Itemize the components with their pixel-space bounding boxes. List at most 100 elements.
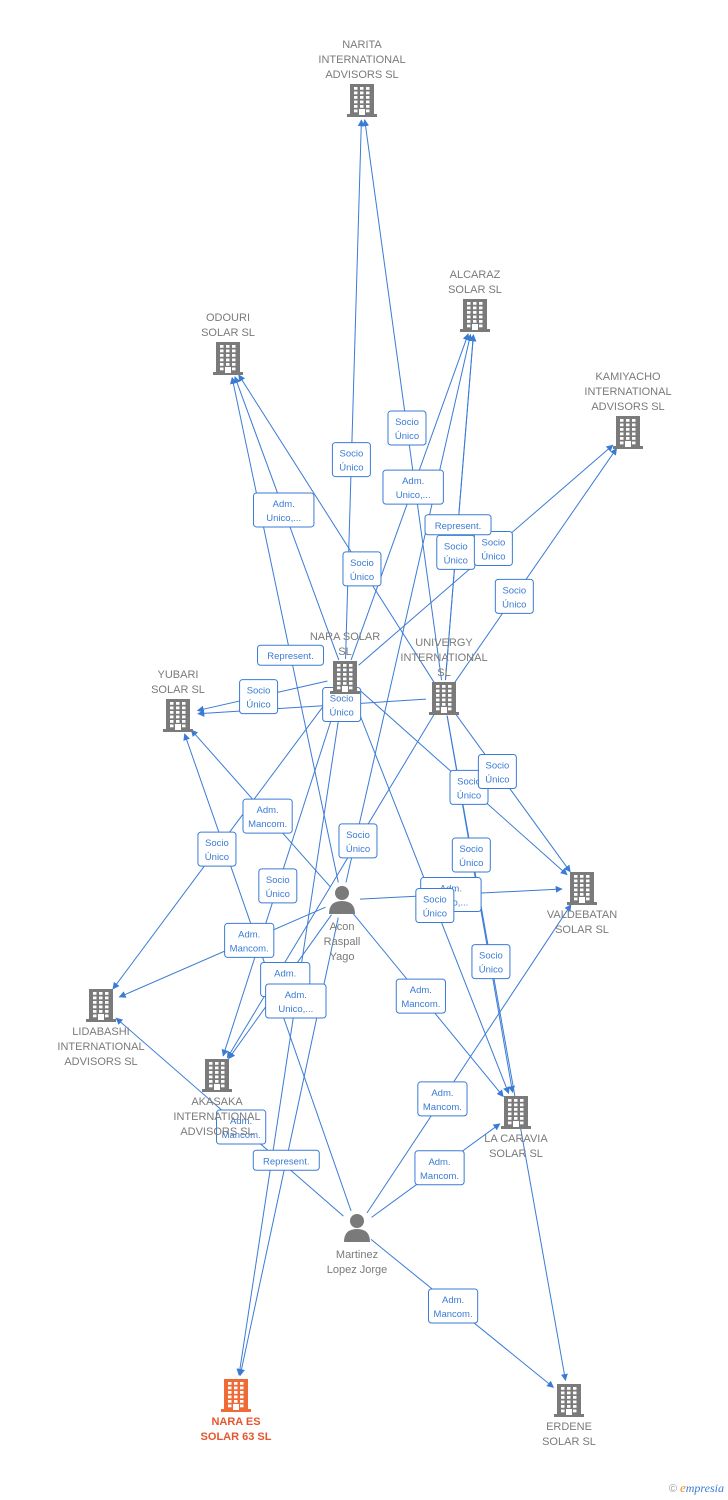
edge-label-text: Socio [485,760,509,771]
edge-univergy-to-erdene [446,715,568,1381]
edge-label-text: Único [205,852,229,863]
node-label-line: SL [338,646,351,658]
building-icon [429,682,459,715]
edge-label-nara-to-odouri[interactable]: Adm. Unico,... [253,492,315,528]
edge-label-nara-to-naraes[interactable]: Adm.Unico,... [265,983,327,1019]
edge-label-martinez-to-lacaravia[interactable]: Adm.Mancom. [414,1150,465,1186]
node-label-line: NARITA [342,39,382,51]
node-label-line: UNIVERGY [415,637,473,649]
node-label-line: NARA ES [211,1416,260,1428]
edge-label-box [242,798,293,834]
edge-label-text: Adm. [428,1157,450,1168]
edge-label-univergy-to-alcaraz[interactable]: Represent. [424,514,492,536]
edge-label-text: Único [339,463,363,474]
building-icon [613,416,643,449]
edge-label-martinez-to-erdene[interactable]: Adm.Mancom. [427,1288,479,1324]
edge-label-text: Adm. [273,499,295,510]
edge-label-acon-to-lidabashi[interactable]: Adm. Mancom. [224,922,275,958]
edge-label-text: Único [485,774,509,785]
node-label-line: SOLAR SL [555,924,609,936]
node-label-line: ALCARAZ [450,269,501,281]
edge-label-text: Único [395,431,419,442]
node-label-line: SOLAR SL [151,684,205,696]
edge-label-text: Único [479,965,503,976]
edge-label-text: Unico,... [278,1004,313,1015]
person-icon [329,886,355,914]
edge-label-box [415,888,455,924]
node-label-line: ADVISORS SL [180,1126,253,1138]
edge-label-nara-to-alcaraz[interactable]: Adm.Unico,... [382,469,444,505]
edge-label-text: Adm. [274,968,296,979]
edge-label-acon-to-lacaravia[interactable]: Adm.Mancom. [395,978,446,1014]
building-icon [347,84,377,117]
building-icon [501,1096,531,1129]
edge-label-martinez-to-lidabashi[interactable]: Adm.Mancom. [216,1109,267,1145]
edge-label-acon-to-odouri[interactable]: Represent. [257,644,325,666]
node-nara[interactable]: NARA SOLAR SL [310,631,380,694]
node-label-line: LIDABASHI [72,1026,129,1038]
node-label-line: SOLAR SL [448,284,502,296]
edge-label-text: Socio [340,449,364,460]
edge-label-text: Único [444,555,468,566]
edge-label-text: Mancom. [248,819,287,830]
node-label-line: ADVISORS SL [591,401,664,413]
edge-label-text: Único [266,889,290,900]
edge-label-acon-to-naraes[interactable]: Represent. [252,1149,320,1171]
edge-univergy-to-valdebatan [454,712,571,873]
building-icon [213,342,243,375]
edge-label-text: Adm. [238,929,260,940]
edge-label-text: Represent. [267,651,313,662]
edge-label-text: Represent. [263,1156,309,1167]
edge-label-box [395,978,446,1014]
edge-univergy-to-yubari [197,698,427,717]
building-icon [202,1059,232,1092]
edge-label-text: Socio [423,895,447,906]
edge-label-martinez-to-valdebatan[interactable]: Adm.Mancom. [417,1081,468,1117]
edge-label-text: Único [502,599,526,610]
edge-label-text: Unico,... [266,513,301,524]
edge-martinez-to-valdebatan [366,904,572,1214]
node-label-line: NARA SOLAR [310,631,380,643]
node-label-line: ODOURI [206,312,250,324]
brand-name: mpresia [685,1481,724,1495]
node-label-line: INTERNATIONAL [584,386,671,398]
node-alcaraz[interactable]: ALCARAZ SOLAR SL [448,269,502,332]
edge-label-box [342,551,382,587]
edge-label-box [427,1288,479,1324]
copyright-symbol: © [668,1483,677,1495]
edge-label-acon-to-yubari[interactable]: Adm.Mancom. [242,798,293,834]
edge-label-text: Mancom. [230,943,269,954]
footer-brand[interactable]: © empresia [669,1480,724,1496]
edges-layer [112,119,618,1388]
